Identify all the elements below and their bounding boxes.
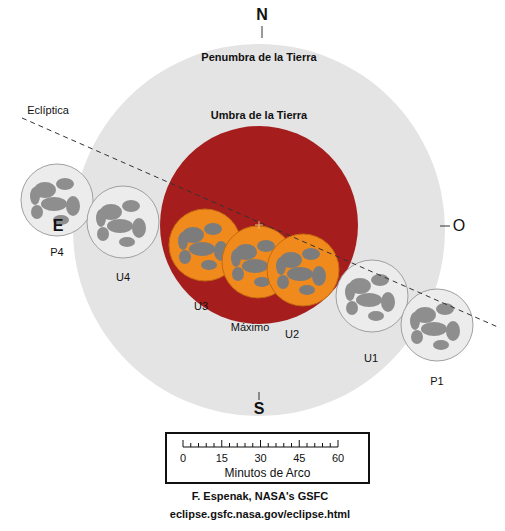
moon: [21, 164, 93, 236]
credit-url: eclipse.gsfc.nasa.gov/eclipse.html: [170, 508, 350, 520]
scale-bar-label: 45: [293, 452, 305, 464]
moon: [336, 260, 408, 332]
scale-bar-label: 30: [254, 452, 266, 464]
penumbra-circle-label: Penumbra de la Tierra: [201, 51, 316, 63]
contact-label: U2: [285, 328, 299, 340]
scale-bar: 0 15 30 45 60Minutos de Arco: [165, 432, 370, 484]
contact-label: U1: [364, 352, 378, 364]
scale-bar-label: 15: [216, 452, 228, 464]
center-mark: [255, 221, 263, 229]
credit-text: F. Espenak, NASA's GSFC: [192, 490, 329, 502]
moon: [401, 289, 473, 361]
ecliptic-label: Eclíptica: [27, 104, 69, 116]
scale-bar-label: 0: [180, 452, 186, 464]
compass-east: E: [53, 217, 64, 235]
umbra-circle: Umbra de la Tierra: [160, 126, 358, 324]
moon: [169, 209, 241, 281]
compass-north: N: [256, 6, 268, 24]
moon: [267, 234, 339, 306]
moon: [222, 226, 294, 298]
contact-label: P1: [430, 375, 443, 387]
contact-label: U3: [194, 300, 208, 312]
compass-west: O: [453, 217, 465, 235]
compass-south: S: [254, 400, 265, 418]
contact-label: P4: [50, 246, 63, 258]
scale-bar-label: 60: [332, 452, 344, 464]
maximum-label: Máximo: [231, 321, 270, 333]
umbra-circle-label: Umbra de la Tierra: [211, 109, 307, 121]
contact-label: U4: [116, 271, 130, 283]
ecliptic-line: [22, 118, 500, 328]
umbra-circle-shape: [160, 126, 358, 324]
moon: [87, 186, 159, 258]
scale-bar-label: Minutos de Arco: [224, 466, 310, 480]
penumbra-circle: Penumbra de la TierraUmbra de la Tierra: [73, 44, 445, 416]
